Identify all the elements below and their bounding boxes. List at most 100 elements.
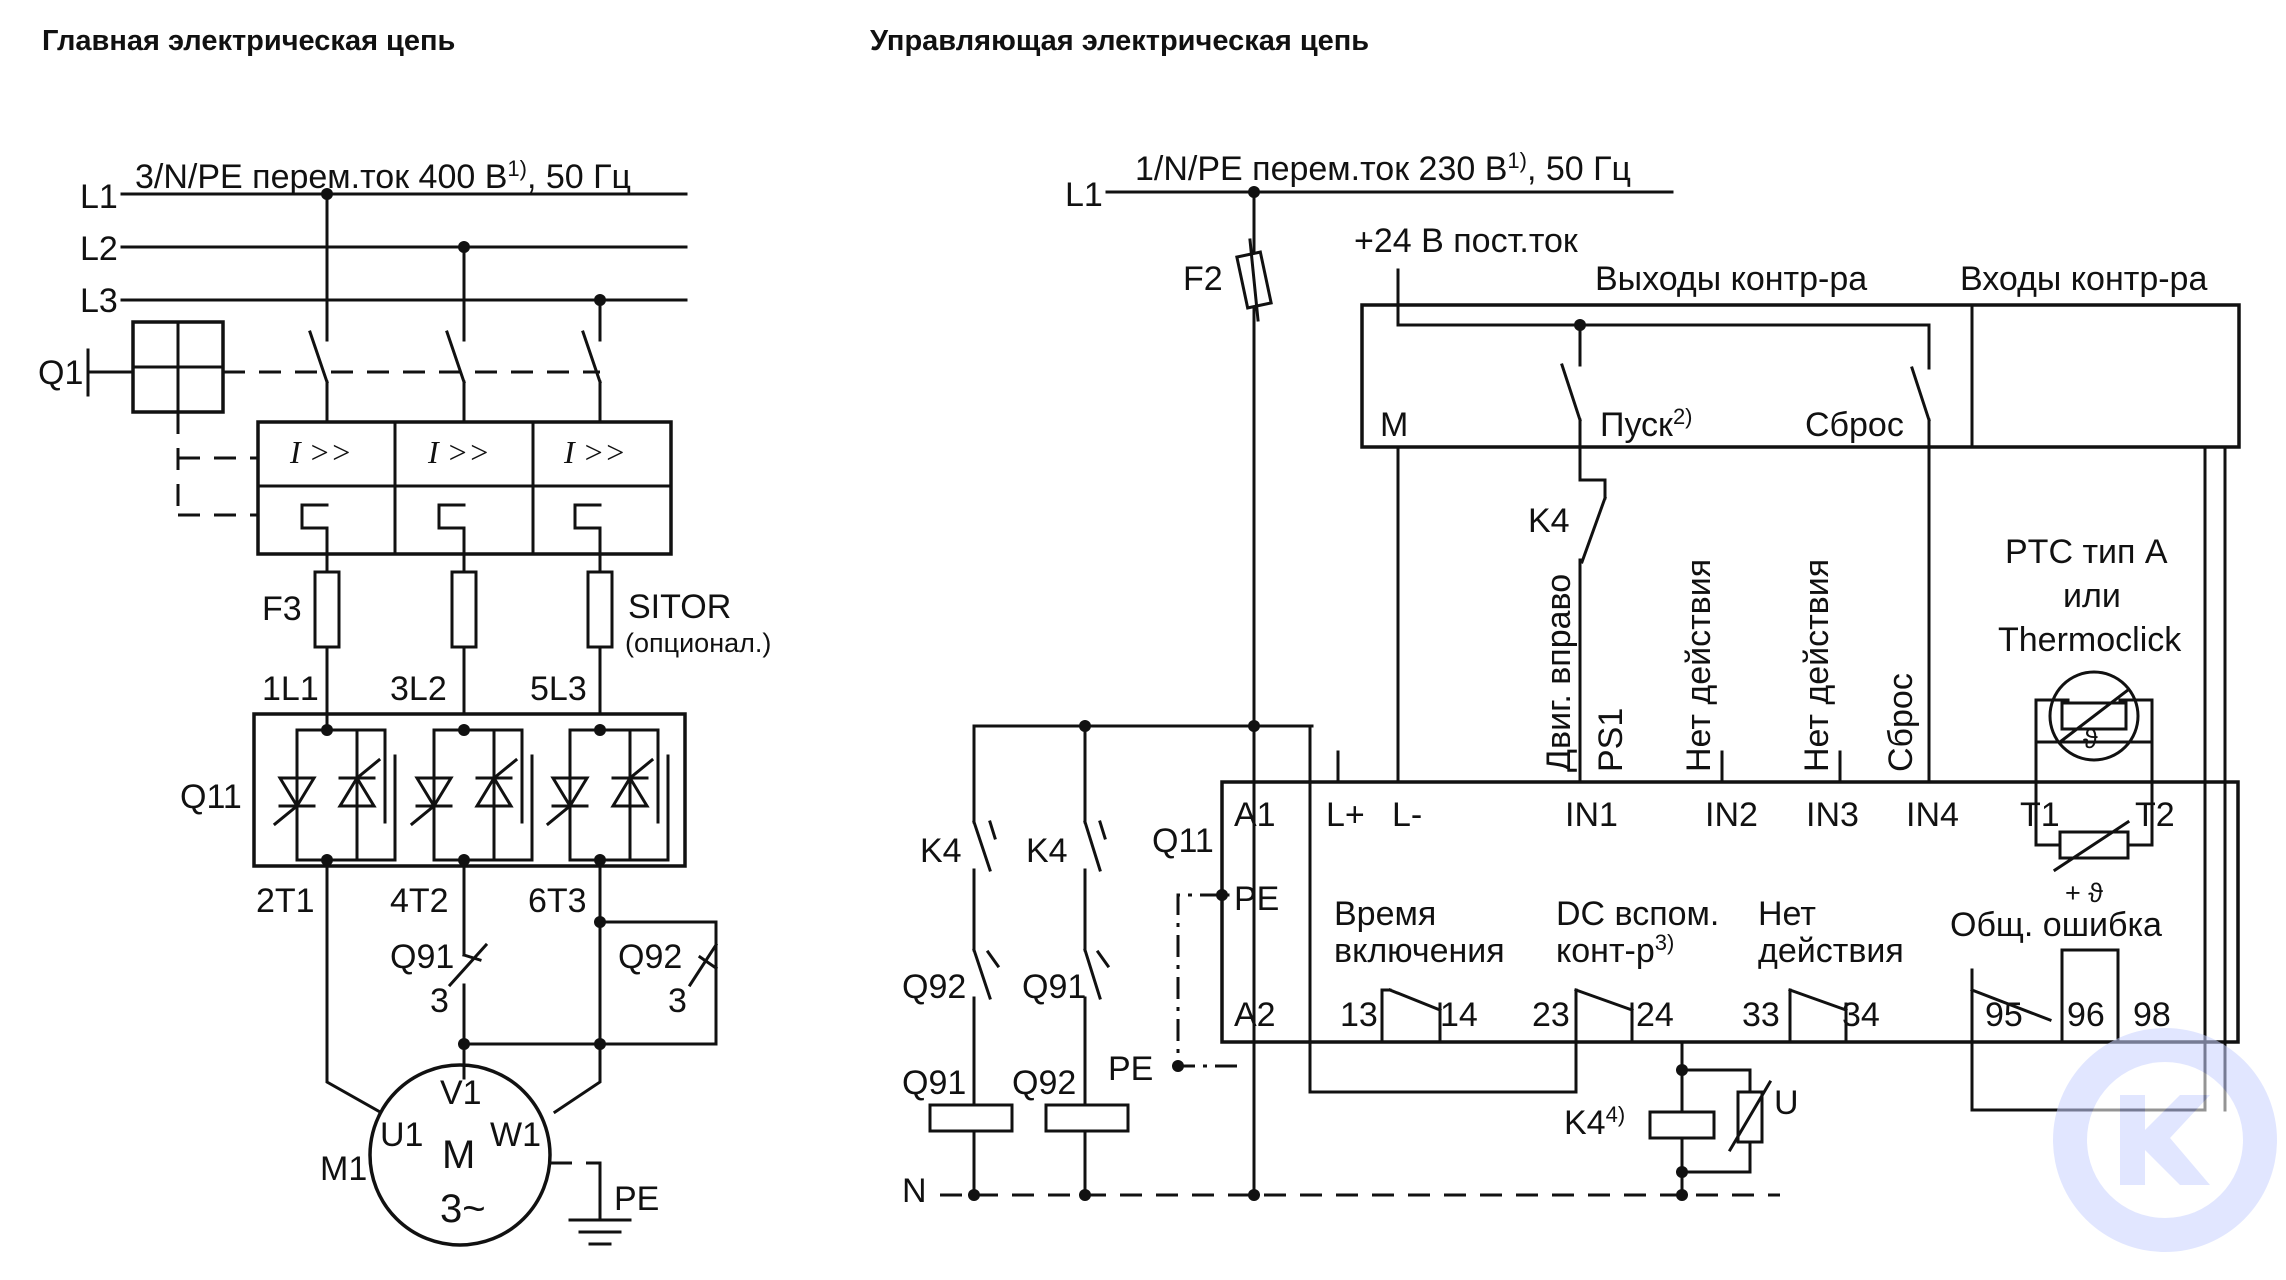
main-circuit: 3/N/PE перем.ток 400 В1), 50 Гц L1 L2 L3…: [38, 156, 771, 1247]
terminal-3l2: 3L2: [390, 670, 447, 708]
q92-left-contact: Q92: [902, 968, 966, 1006]
fuse-f2-label: F2: [1183, 260, 1223, 298]
k4-left-1: K4: [920, 832, 962, 870]
term-t1: T1: [2020, 796, 2060, 834]
q91-poles: 3: [430, 982, 449, 1020]
k4-contact-label: K4: [1528, 502, 1570, 540]
in1-function: Двиг. вправо: [1540, 574, 1578, 772]
terminal-w1: W1: [490, 1116, 541, 1154]
dc24-label: +24 В пост.ток: [1354, 222, 1579, 260]
in3-function: Нет действия: [1798, 559, 1836, 772]
q91-coil-label: Q91: [902, 1064, 966, 1102]
q11-control-label: Q11: [1152, 822, 1214, 860]
q11-controller-block: [1220, 780, 2240, 1044]
relay-98: 98: [2133, 996, 2171, 1034]
terminal-u1: U1: [380, 1116, 423, 1154]
term-in1: IN1: [1565, 796, 1618, 834]
dc-aux-line1: DC вспом.: [1556, 895, 1719, 933]
thyristor-group-1: [272, 712, 397, 868]
in1-ps1: PS1: [1592, 708, 1630, 772]
phase-l1-label: L1: [80, 178, 118, 216]
in4-function: Сброс: [1882, 673, 1920, 772]
softstarter-q11-box: [252, 712, 687, 868]
q91-left-contact: Q91: [1022, 968, 1086, 1006]
reset-label: Сброс: [1805, 406, 1904, 444]
relay-24: 24: [1636, 996, 1674, 1034]
term-l-minus: L-: [1392, 796, 1422, 834]
terminal-2t1: 2T1: [256, 882, 315, 920]
motor-ref: M1: [320, 1150, 367, 1188]
ptc-or-label: или: [2063, 577, 2121, 615]
control-l1-label: L1: [1065, 176, 1103, 214]
term-a2: A2: [1234, 996, 1276, 1034]
softstarter-q11-label: Q11: [180, 778, 242, 816]
phase-l3-label: L3: [80, 282, 118, 320]
overcurrent-3: I >>: [563, 434, 626, 470]
term-pe: PE: [1234, 880, 1279, 918]
fault-label: Общ. ошибка: [1950, 906, 2162, 944]
on-time-line2: включения: [1334, 932, 1505, 970]
relay-34: 34: [1842, 996, 1880, 1034]
term-in4: IN4: [1906, 796, 1959, 834]
k4-coil: [1648, 1110, 1716, 1140]
gear-k-logo: [2053, 1028, 2277, 1252]
motor-m1: [368, 1063, 552, 1247]
controller-box: [1360, 303, 2241, 449]
main-supply-label: 3/N/PE перем.ток 400 В1), 50 Гц: [135, 156, 631, 196]
relay-13: 13: [1340, 996, 1378, 1034]
ptc-inner-label: + ϑ: [2065, 878, 2103, 908]
controller-outputs-label: Выходы контр-ра: [1595, 260, 1867, 298]
thyristor-group-2: [409, 728, 534, 862]
term-l-plus: L+: [1326, 796, 1365, 834]
terminal-v1: V1: [440, 1074, 482, 1112]
in2-function: Нет действия: [1680, 559, 1718, 772]
terminal-4t2: 4T2: [390, 882, 449, 920]
q92-coil-label: Q92: [1012, 1064, 1076, 1102]
controller-m: M: [1380, 406, 1408, 444]
relay-33: 33: [1742, 996, 1780, 1034]
on-time-line1: Время: [1334, 895, 1436, 933]
overcurrent-1: I >>: [289, 434, 352, 470]
control-circuit-title: Управляющая электрическая цепь: [870, 25, 1369, 57]
control-pe-label: PE: [1108, 1050, 1153, 1088]
contactor-q92-label: Q92: [618, 938, 682, 976]
fuse-f3-label: F3: [262, 590, 302, 628]
overcurrent-2: I >>: [427, 434, 490, 470]
sitor-note: (опционал.): [625, 628, 771, 658]
term-a1: A1: [1234, 796, 1276, 834]
phase-l2-label: L2: [80, 230, 118, 268]
control-supply-label: 1/N/PE перем.ток 230 В1), 50 Гц: [1135, 148, 1631, 188]
relay-95: 95: [1985, 996, 2023, 1034]
contactor-q91-label: Q91: [390, 938, 454, 976]
no-action-line2: действия: [1758, 932, 1904, 970]
k4-left-2: K4: [1026, 832, 1068, 870]
dc-aux-line2: конт-р3): [1556, 930, 1674, 970]
term-in3: IN3: [1806, 796, 1859, 834]
q92-poles: 3: [668, 982, 687, 1020]
terminal-5l3: 5L3: [530, 670, 587, 708]
breaker-q1-label: Q1: [38, 354, 83, 392]
main-pe-label: PE: [614, 1180, 659, 1218]
ptc-type-label: PTC тип A: [2005, 533, 2168, 571]
q91-coil: [928, 1103, 1014, 1133]
term-in2: IN2: [1705, 796, 1758, 834]
relay-23: 23: [1532, 996, 1570, 1034]
ptc-sensor: [2048, 670, 2140, 762]
ptc-theta: ϑ: [2083, 724, 2098, 754]
no-action-line1: Нет: [1758, 895, 1816, 933]
thyristor-group-3: [545, 728, 670, 862]
q92-coil: [1044, 1103, 1130, 1133]
main-circuit-title: Главная электрическая цепь: [42, 25, 455, 57]
start-label: Пуск2): [1600, 404, 1693, 444]
relay-96: 96: [2067, 996, 2105, 1034]
terminal-6t3: 6T3: [528, 882, 587, 920]
varistor-label: U: [1774, 1084, 1799, 1122]
motor-3phase: 3~: [440, 1187, 486, 1231]
terminal-1l1: 1L1: [262, 670, 319, 708]
ptc-thermoclick-label: Thermoclick: [1998, 621, 2182, 659]
sitor-label: SITOR: [628, 588, 731, 626]
k4-coil-label: K44): [1564, 1102, 1625, 1142]
relay-14: 14: [1440, 996, 1478, 1034]
control-n-label: N: [902, 1172, 927, 1210]
